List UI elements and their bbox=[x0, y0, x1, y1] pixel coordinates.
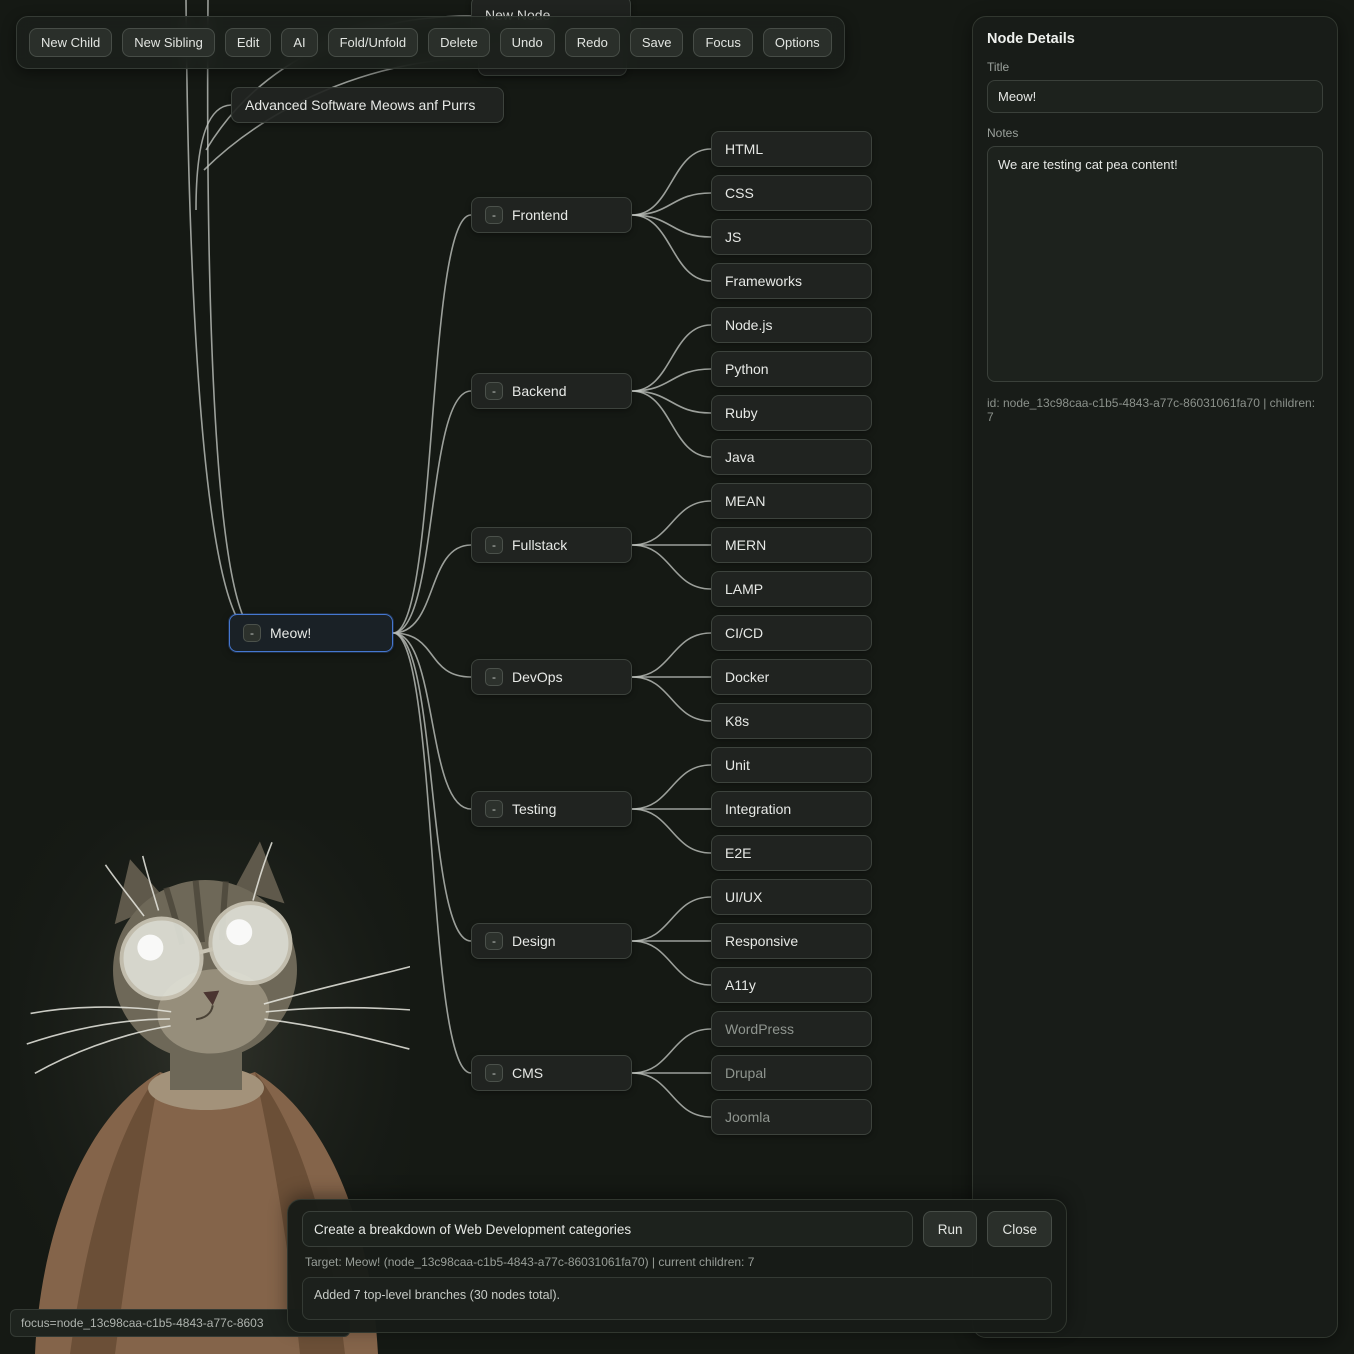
mindmap-node-html[interactable]: HTML bbox=[711, 131, 872, 167]
mindmap-node-wordpress[interactable]: WordPress bbox=[711, 1011, 872, 1047]
mindmap-node-root-meow[interactable]: - Meow! bbox=[229, 614, 393, 652]
mindmap-node-design[interactable]: - Design bbox=[471, 923, 632, 959]
node-label: CMS bbox=[512, 1065, 544, 1081]
mindmap-node-cicd[interactable]: CI/CD bbox=[711, 615, 872, 651]
node-label: Fullstack bbox=[512, 537, 568, 553]
node-label: CSS bbox=[725, 185, 754, 201]
close-button[interactable]: Close bbox=[987, 1211, 1052, 1247]
node-label: MERN bbox=[725, 537, 767, 553]
fold-unfold-button[interactable]: Fold/Unfold bbox=[327, 28, 419, 57]
save-button[interactable]: Save bbox=[629, 28, 684, 57]
mindmap-node-e2e[interactable]: E2E bbox=[711, 835, 872, 871]
title-input[interactable] bbox=[987, 80, 1323, 113]
mindmap-node-lamp[interactable]: LAMP bbox=[711, 571, 872, 607]
collapse-button[interactable]: - bbox=[243, 624, 261, 642]
mindmap-node-uiux[interactable]: UI/UX bbox=[711, 879, 872, 915]
prompt-input[interactable] bbox=[302, 1211, 913, 1247]
ai-output: Added 7 top-level branches (30 nodes tot… bbox=[302, 1277, 1052, 1320]
ai-prompt-panel: Run Close Target: Meow! (node_13c98caa-c… bbox=[287, 1199, 1067, 1333]
node-label: WordPress bbox=[725, 1021, 794, 1037]
node-label: LAMP bbox=[725, 581, 764, 597]
node-meta: id: node_13c98caa-c1b5-4843-a77c-8603106… bbox=[987, 396, 1316, 424]
node-label: A11y bbox=[725, 977, 756, 993]
node-label: CI/CD bbox=[725, 625, 764, 641]
collapse-button[interactable]: - bbox=[485, 1064, 503, 1082]
node-label: DevOps bbox=[512, 669, 563, 685]
node-details-panel: Node Details Title Notes We are testing … bbox=[972, 16, 1338, 1338]
node-label: UI/UX bbox=[725, 889, 763, 905]
mindmap-node-cms[interactable]: - CMS bbox=[471, 1055, 632, 1091]
node-label: Frameworks bbox=[725, 273, 803, 289]
node-label: E2E bbox=[725, 845, 752, 861]
mindmap-node-integration[interactable]: Integration bbox=[711, 791, 872, 827]
node-label: Python bbox=[725, 361, 769, 377]
node-label: Joomla bbox=[725, 1109, 771, 1125]
node-label: Meow! bbox=[270, 625, 312, 641]
node-label: Responsive bbox=[725, 933, 799, 949]
notes-textarea[interactable]: We are testing cat pea content! bbox=[987, 146, 1323, 382]
collapse-button[interactable]: - bbox=[485, 206, 503, 224]
node-label: JS bbox=[725, 229, 742, 245]
mindmap-node-unit[interactable]: Unit bbox=[711, 747, 872, 783]
node-label: K8s bbox=[725, 713, 750, 729]
node-label: Unit bbox=[725, 757, 750, 773]
new-child-button[interactable]: New Child bbox=[29, 28, 113, 57]
delete-button[interactable]: Delete bbox=[428, 28, 490, 57]
mindmap-node-nodejs[interactable]: Node.js bbox=[711, 307, 872, 343]
mindmap-node-docker[interactable]: Docker bbox=[711, 659, 872, 695]
node-label: Drupal bbox=[725, 1065, 767, 1081]
node-label: Testing bbox=[512, 801, 557, 817]
node-label: Docker bbox=[725, 669, 770, 685]
collapse-button[interactable]: - bbox=[485, 382, 503, 400]
collapse-button[interactable]: - bbox=[485, 668, 503, 686]
edit-button[interactable]: Edit bbox=[224, 28, 272, 57]
mindmap-node-mean[interactable]: MEAN bbox=[711, 483, 872, 519]
node-label: Java bbox=[725, 449, 755, 465]
mindmap-node-responsive[interactable]: Responsive bbox=[711, 923, 872, 959]
mindmap-node-mern[interactable]: MERN bbox=[711, 527, 872, 563]
mindmap-node-frameworks[interactable]: Frameworks bbox=[711, 263, 872, 299]
mindmap-node-joomla[interactable]: Joomla bbox=[711, 1099, 872, 1135]
mindmap-node-a11y[interactable]: A11y bbox=[711, 967, 872, 1003]
mindmap-node-css[interactable]: CSS bbox=[711, 175, 872, 211]
mindmap-node-testing[interactable]: - Testing bbox=[471, 791, 632, 827]
mindmap-node-devops[interactable]: - DevOps bbox=[471, 659, 632, 695]
mindmap-node-python[interactable]: Python bbox=[711, 351, 872, 387]
undo-button[interactable]: Undo bbox=[499, 28, 555, 57]
collapse-button[interactable]: - bbox=[485, 932, 503, 950]
node-label: Frontend bbox=[512, 207, 569, 223]
mindmap-node-ruby[interactable]: Ruby bbox=[711, 395, 872, 431]
node-label: Integration bbox=[725, 801, 792, 817]
node-label: Node.js bbox=[725, 317, 773, 333]
node-label: Backend bbox=[512, 383, 567, 399]
notes-label: Notes bbox=[987, 126, 1019, 140]
run-button[interactable]: Run bbox=[922, 1211, 978, 1247]
mindmap-node-k8s[interactable]: K8s bbox=[711, 703, 872, 739]
mindmap-node-frontend[interactable]: - Frontend bbox=[471, 197, 632, 233]
focus-button[interactable]: Focus bbox=[693, 28, 753, 57]
collapse-button[interactable]: - bbox=[485, 536, 503, 554]
node-label: HTML bbox=[725, 141, 764, 157]
panel-title: Node Details bbox=[987, 31, 1075, 47]
mindmap-node-drupal[interactable]: Drupal bbox=[711, 1055, 872, 1091]
node-label: MEAN bbox=[725, 493, 766, 509]
node-label: Advanced Software Meows anf Purrs bbox=[245, 97, 476, 113]
mindmap-node-advanced-software[interactable]: Advanced Software Meows anf Purrs bbox=[231, 87, 504, 123]
target-info: Target: Meow! (node_13c98caa-c1b5-4843-a… bbox=[305, 1255, 755, 1269]
options-button[interactable]: Options bbox=[762, 28, 832, 57]
redo-button[interactable]: Redo bbox=[564, 28, 620, 57]
mindmap-node-js[interactable]: JS bbox=[711, 219, 872, 255]
new-sibling-button[interactable]: New Sibling bbox=[122, 28, 215, 57]
mindmap-node-java[interactable]: Java bbox=[711, 439, 872, 475]
toolbar: New Child New Sibling Edit AI Fold/Unfol… bbox=[16, 16, 845, 69]
ai-button[interactable]: AI bbox=[281, 28, 318, 57]
node-label: Ruby bbox=[725, 405, 758, 421]
collapse-button[interactable]: - bbox=[485, 800, 503, 818]
mindmap-node-fullstack[interactable]: - Fullstack bbox=[471, 527, 632, 563]
node-label: Design bbox=[512, 933, 556, 949]
mindmap-node-backend[interactable]: - Backend bbox=[471, 373, 632, 409]
title-label: Title bbox=[987, 60, 1010, 74]
